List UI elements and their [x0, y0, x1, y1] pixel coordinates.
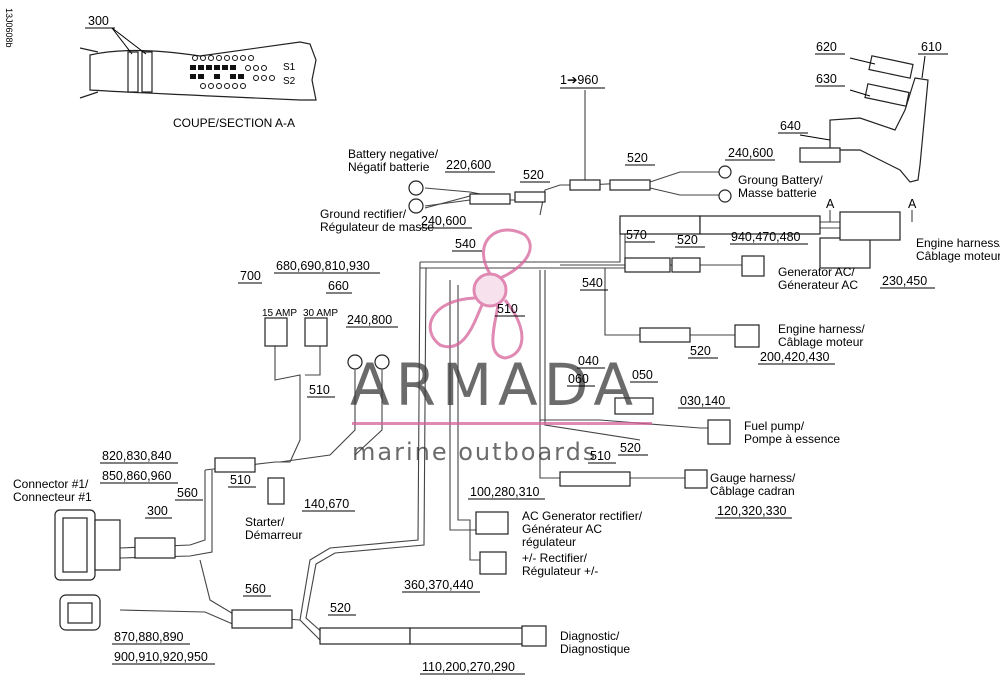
callout-540-a: 540 — [455, 237, 476, 251]
callout-960: 1➔960 — [560, 73, 598, 87]
callout-140670: 140,670 — [304, 497, 349, 511]
label-connector-1-2: Connecteur #1 — [13, 490, 92, 504]
callout-240600-left: 240,600 — [421, 214, 466, 228]
connector-set-610-640: 620 610 630 640 — [778, 40, 948, 183]
callout-640: 640 — [780, 119, 801, 133]
label-engine-harness-mid-1: Engine harness/ — [778, 322, 865, 336]
callout-220600: 220,600 — [446, 158, 491, 172]
callout-610: 610 — [921, 40, 942, 54]
callout-050: 050 — [632, 368, 653, 382]
section-marker-a-right: A — [908, 197, 917, 211]
callout-620: 620 — [816, 40, 837, 54]
label-diagnostic-2: Diagnostique — [560, 642, 630, 656]
section-title: COUPE/SECTION A-A — [173, 116, 295, 130]
callout-700: 700 — [240, 269, 261, 283]
label-ac-gen-rectifier-3: régulateur — [522, 535, 576, 549]
label-fuel-pump-1: Fuel pump/ — [744, 419, 805, 433]
callout-510-gauge: 510 — [590, 449, 611, 463]
callout-820: 820,830,840 — [102, 449, 172, 463]
label-ground-rectifier-1: Ground rectifier/ — [320, 207, 407, 221]
callout-110200270290: 110,200,270,290 — [422, 660, 515, 674]
label-engine-harness-top-1: Engine harness/ — [916, 236, 1000, 250]
callout-940: 940,470,480 — [731, 230, 801, 244]
label-gauge-harness-2: Câblage cadran — [710, 484, 795, 498]
watermark-brand: ARMADA — [350, 351, 639, 419]
callout-520-fuel: 520 — [620, 441, 641, 455]
callout-240600-top: 240,600 — [728, 146, 773, 160]
label-generator-ac-1: Generator AC/ — [778, 265, 855, 279]
callout-560-a: 560 — [177, 486, 198, 500]
callout-520-top-right: 520 — [627, 151, 648, 165]
callout-680: 680,690,810,930 — [276, 259, 370, 273]
label-fuel-pump-2: Pompe à essence — [744, 432, 840, 446]
callout-240800: 240,800 — [347, 313, 392, 327]
label-ground-battery-1: Groung Battery/ — [738, 173, 823, 187]
label-connector-1-1: Connector #1/ — [13, 477, 89, 491]
callout-510-watermark: 510 — [497, 302, 518, 316]
callout-300-top: 300 — [88, 14, 109, 28]
callout-900: 900,910,920,950 — [114, 650, 208, 664]
label-ground-battery-2: Masse batterie — [738, 186, 817, 200]
label-starter-2: Démarreur — [245, 528, 302, 542]
section-a-a-view: S1 S2 300 COUPE/SECTION A-A — [79, 14, 317, 130]
callout-870: 870,880,890 — [114, 630, 184, 644]
label-ground-rectifier-2: Régulateur de masse — [320, 220, 434, 234]
callout-060: 060 — [568, 372, 589, 386]
label-ac-gen-rectifier-1: AC Generator rectifier/ — [522, 509, 643, 523]
callout-100280310: 100,280,310 — [470, 485, 540, 499]
callout-630: 630 — [816, 72, 837, 86]
callout-120320330: 120,320,330 — [717, 504, 787, 518]
label-generator-ac-2: Génerateur AC — [778, 278, 858, 292]
callouts: 1➔960 520 520 240,600 220,600 240,600 54… — [100, 73, 935, 675]
harness-lines: 15 AMP 30 AMP — [54, 87, 913, 647]
callout-230450: 230,450 — [882, 274, 927, 288]
callout-520-bottom: 520 — [330, 601, 351, 615]
section-marker-a-left: A — [826, 197, 835, 211]
callout-510-mid: 510 — [309, 383, 330, 397]
label-battery-negative-2: Négatif batterie — [348, 160, 430, 174]
callout-040: 040 — [578, 354, 599, 368]
propeller-logo-icon — [428, 228, 532, 360]
callout-560-b: 560 — [245, 582, 266, 596]
callout-570: 570 — [626, 228, 647, 242]
callout-360370440: 360,370,440 — [404, 578, 474, 592]
label-gauge-harness-1: Gauge harness/ — [710, 471, 796, 485]
fuse-label-15a: 15 AMP — [262, 308, 297, 319]
callout-300-bottom: 300 — [147, 504, 168, 518]
drawing-code: 13J0608b — [4, 8, 14, 48]
callout-510-starter: 510 — [230, 473, 251, 487]
label-diagnostic-1: Diagnostic/ — [560, 629, 620, 643]
callout-520-gen: 520 — [677, 233, 698, 247]
watermark-tagline: marine outboards — [352, 438, 597, 466]
label-engine-harness-mid-2: Câblage moteur — [778, 335, 863, 349]
callout-520-eng: 520 — [690, 344, 711, 358]
label-starter-1: Starter/ — [245, 515, 285, 529]
label-rectifier-1: +/- Rectifier/ — [522, 551, 588, 565]
label-engine-harness-top-2: Câblage moteur — [916, 249, 1000, 263]
component-labels: Battery negative/ Négatif batterie Groun… — [13, 147, 1000, 656]
label-battery-negative-1: Battery negative/ — [348, 147, 439, 161]
callout-200420430: 200,420,430 — [760, 350, 830, 364]
label-ac-gen-rectifier-2: Générateur AC — [522, 522, 602, 536]
fuse-label-30a: 30 AMP — [303, 308, 338, 319]
callout-540-b: 540 — [582, 276, 603, 290]
watermark: ARMADA marine outboards — [350, 228, 652, 466]
callout-030140: 030,140 — [680, 394, 725, 408]
svg-text:S2: S2 — [283, 76, 296, 87]
svg-text:S1: S1 — [283, 62, 296, 73]
callout-850: 850,860,960 — [102, 469, 172, 483]
callout-660: 660 — [328, 279, 349, 293]
label-rectifier-2: Régulateur +/- — [522, 564, 598, 578]
callout-520-top-mid: 520 — [523, 168, 544, 182]
